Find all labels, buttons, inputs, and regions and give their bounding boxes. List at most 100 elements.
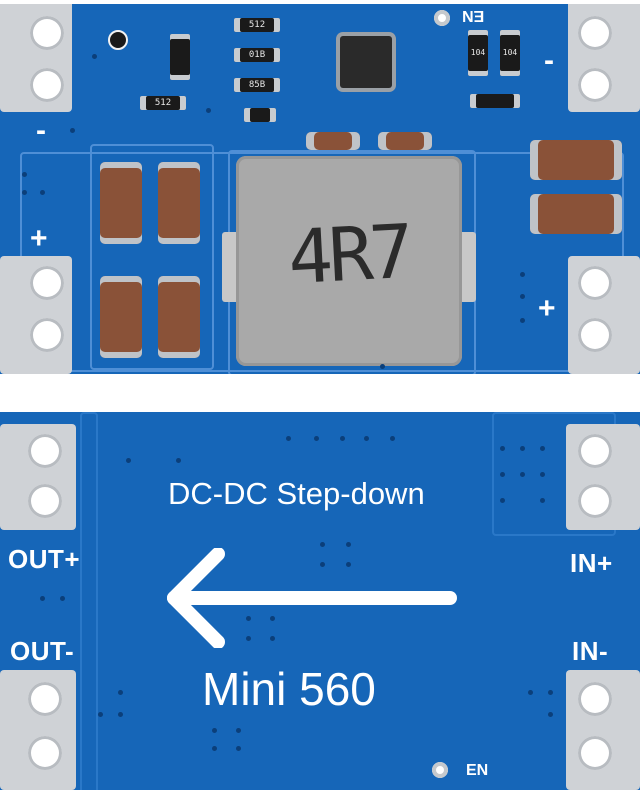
board-title: DC-DC Step-down (168, 476, 425, 511)
via-hole (236, 746, 241, 751)
enable-pad (434, 10, 450, 26)
pad-hole (30, 68, 64, 102)
solder-pad-out-plus (0, 424, 76, 530)
plus-label-right: + (538, 292, 556, 325)
via-hole (118, 690, 123, 695)
via-hole (528, 690, 533, 695)
pad-hole (30, 16, 64, 50)
pcb-bottom-side: DC-DC Step-down OUT+ IN+ OUT- IN- Mini 5… (0, 412, 640, 790)
via-hole (320, 562, 325, 567)
pad-hole (30, 318, 64, 352)
solder-pad-top-left (0, 4, 72, 112)
via-hole (270, 616, 275, 621)
via-hole (40, 596, 45, 601)
via-hole (346, 542, 351, 547)
pad-hole (30, 266, 64, 300)
via-hole (40, 190, 45, 195)
via-hole (540, 498, 545, 503)
via-hole (286, 436, 291, 441)
via-hole (520, 272, 525, 277)
capacitor-small (306, 132, 360, 150)
resistor-85b: 85B (234, 78, 280, 92)
solder-pad-in-plus (566, 424, 640, 530)
input-capacitor (158, 162, 200, 244)
via-hole (60, 596, 65, 601)
via-hole (92, 54, 97, 59)
via-hole (346, 562, 351, 567)
capacitor-small (378, 132, 432, 150)
pad-hole (578, 736, 612, 770)
via-hole (246, 616, 251, 621)
inductor-code: 4R7 (286, 208, 412, 302)
via-hole (340, 436, 345, 441)
pad-hole (578, 266, 612, 300)
via-hole (70, 128, 75, 133)
via-hole (390, 436, 395, 441)
resistor-512: 512 (234, 18, 280, 32)
led-indicator (108, 30, 128, 50)
input-capacitor (158, 276, 200, 358)
via-hole (380, 364, 385, 369)
via-hole (320, 542, 325, 547)
pad-hole (28, 484, 62, 518)
via-hole (22, 190, 27, 195)
resistor-104-b: 104 (500, 30, 520, 76)
pad-hole (578, 434, 612, 468)
power-inductor: 4R7 (236, 156, 462, 366)
solder-pad-top-right (568, 4, 640, 112)
via-hole (212, 728, 217, 733)
via-hole (540, 446, 545, 451)
plus-label-left: + (30, 222, 48, 255)
input-capacitor (100, 162, 142, 244)
via-hole (270, 636, 275, 641)
enable-pad (432, 762, 448, 778)
trace-outline (90, 144, 214, 370)
via-hole (126, 458, 131, 463)
out-plus-label: OUT+ (8, 544, 81, 574)
via-hole (212, 746, 217, 751)
via-hole (540, 472, 545, 477)
via-hole (548, 690, 553, 695)
pad-hole (578, 16, 612, 50)
via-hole (364, 436, 369, 441)
resistor-small (244, 108, 276, 122)
en-label-bottom: EN (466, 762, 489, 779)
trace-outline (80, 412, 98, 790)
pcb-top-side: - + - + EN 512 512 01B 85B 104 104 4R7 (0, 4, 640, 374)
resistor-small-right (470, 94, 520, 108)
resistor-512-lower: 512 (140, 96, 186, 110)
via-hole (520, 446, 525, 451)
via-hole (520, 472, 525, 477)
en-label-top: EN (462, 7, 485, 24)
board-name: Mini 560 (202, 663, 376, 715)
output-capacitor (530, 140, 622, 180)
via-hole (176, 458, 181, 463)
via-hole (314, 436, 319, 441)
solder-pad-out-minus (0, 670, 76, 790)
via-hole (548, 712, 553, 717)
via-hole (206, 108, 211, 113)
pad-hole (578, 484, 612, 518)
via-hole (236, 728, 241, 733)
in-minus-label: IN- (572, 636, 609, 666)
pad-hole (578, 68, 612, 102)
via-hole (500, 498, 505, 503)
out-minus-label: OUT- (10, 636, 75, 666)
arrow-left-icon (167, 548, 457, 648)
via-hole (98, 712, 103, 717)
buck-controller-ic (340, 36, 392, 88)
solder-pad-in-minus (566, 670, 640, 790)
minus-label-right: - (544, 44, 554, 77)
via-hole (22, 172, 27, 177)
in-plus-label: IN+ (570, 548, 613, 578)
pad-hole (28, 736, 62, 770)
via-hole (500, 472, 505, 477)
pad-hole (28, 434, 62, 468)
output-capacitor (530, 194, 622, 234)
resistor-104-a: 104 (468, 30, 488, 76)
minus-label-left: - (36, 114, 46, 147)
resistor-vertical (170, 34, 190, 80)
pad-hole (28, 682, 62, 716)
via-hole (520, 318, 525, 323)
via-hole (500, 446, 505, 451)
